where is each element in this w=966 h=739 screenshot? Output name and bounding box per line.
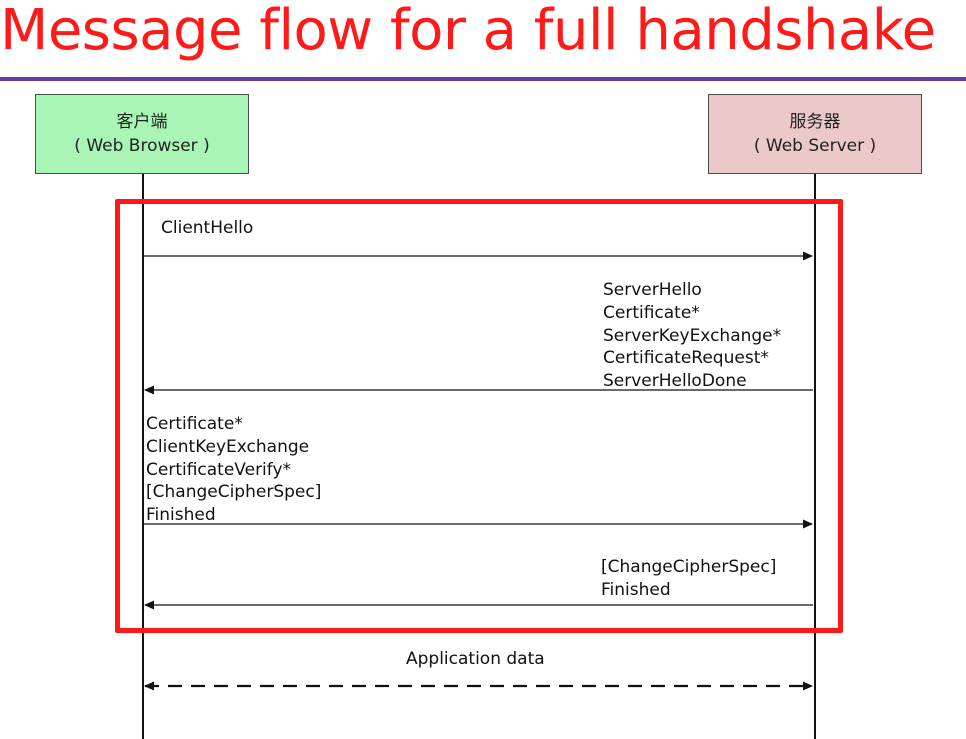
- server-actor-subtitle: ( Web Server ): [753, 136, 877, 156]
- message-application-data: Application data: [406, 648, 545, 671]
- message-label: ClientHello: [161, 218, 254, 238]
- client-actor-name: 客户端: [116, 112, 168, 132]
- message-label: Finished: [601, 579, 671, 600]
- handshake-highlight-box: [115, 199, 843, 633]
- message-client-hello: ClientHello: [161, 217, 253, 240]
- title-divider: [0, 77, 966, 81]
- message-client-key-exchange-group: Certificate* ClientKeyExchange Certifica…: [146, 413, 321, 527]
- message-label: [ChangeCipherSpec]: [146, 482, 322, 503]
- message-label: Certificate*: [603, 302, 700, 323]
- message-label: Application data: [406, 649, 545, 669]
- message-label: ServerHello: [603, 280, 702, 300]
- message-label: CertificateVerify*: [146, 459, 292, 480]
- page-title: Message flow for a full handshake: [0, 0, 936, 63]
- client-actor-box: 客户端 ( Web Browser ): [35, 94, 249, 174]
- message-label: ServerHelloDone: [603, 371, 747, 392]
- message-label: ServerKeyExchange*: [603, 325, 782, 346]
- message-label: CertificateRequest*: [603, 348, 769, 369]
- server-lifeline: [814, 174, 816, 739]
- message-server-hello-group: ServerHello Certificate* ServerKeyExchan…: [603, 279, 781, 393]
- message-server-finished-group: [ChangeCipherSpec] Finished: [601, 556, 776, 602]
- message-label: [ChangeCipherSpec]: [601, 557, 777, 577]
- server-actor-name: 服务器: [789, 112, 841, 132]
- client-lifeline: [142, 174, 144, 739]
- server-actor-box: 服务器 ( Web Server ): [708, 94, 922, 174]
- client-actor-subtitle: ( Web Browser ): [74, 136, 210, 156]
- message-label: Certificate*: [146, 414, 243, 434]
- message-label: ClientKeyExchange: [146, 436, 310, 457]
- message-label: Finished: [146, 505, 216, 526]
